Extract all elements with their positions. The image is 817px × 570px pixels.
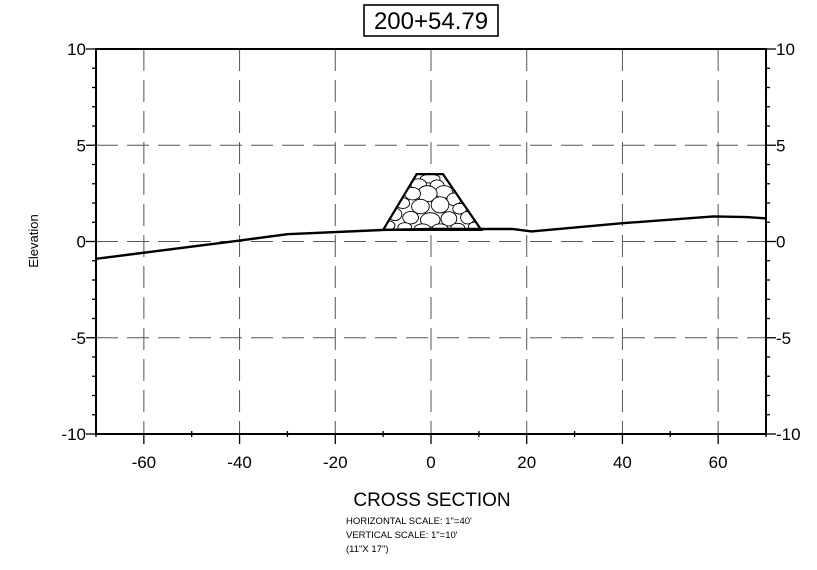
x-axis-labels: -60 -40 -20 0 20 40 60 [132,453,728,472]
riprap-stone [411,198,430,215]
minor-tick-marks [86,48,776,444]
riprap-stone [440,211,458,227]
x-tick-label: 0 [426,453,435,472]
y-tick-label-left: -10 [61,425,86,444]
y-axis-title: Elevation [26,214,41,267]
caption-line-sheet-size: (11"X 17") [346,544,388,555]
riprap-mound [381,173,484,232]
y-axis-right-labels: -10 -5 0 5 10 [776,40,801,444]
riprap-stone [430,196,450,214]
y-axis-left-labels: -10 -5 0 5 10 [61,40,86,444]
x-tick-label: 40 [613,453,632,472]
y-tick-label-left: 10 [67,40,86,59]
station-label: 200+54.79 [374,8,488,35]
ground-profile [95,215,767,261]
grid-lines [96,49,766,434]
x-tick-label: 60 [709,453,728,472]
riprap-stone [402,210,419,225]
y-tick-label-left: 5 [77,136,86,155]
x-tick-label: -20 [323,453,348,472]
y-tick-label-right: -5 [776,329,791,348]
x-tick-label: -40 [227,453,252,472]
x-tick-label: 20 [517,453,536,472]
y-tick-label-right: -10 [776,425,801,444]
y-tick-label-left: -5 [71,329,86,348]
ground-profile-line [95,215,767,261]
y-tick-label-right: 5 [776,136,785,155]
y-tick-label-right: 0 [776,233,785,252]
y-tick-label-left: 0 [77,233,86,252]
x-tick-label: -60 [132,453,157,472]
caption-line-horizontal-scale: HORIZONTAL SCALE: 1"=40' [346,516,472,527]
y-tick-label-right: 10 [776,40,795,59]
caption-line-vertical-scale: VERTICAL SCALE: 1"=10' [346,530,458,541]
caption-title: CROSS SECTION [353,490,510,511]
station-label-box [363,4,499,37]
